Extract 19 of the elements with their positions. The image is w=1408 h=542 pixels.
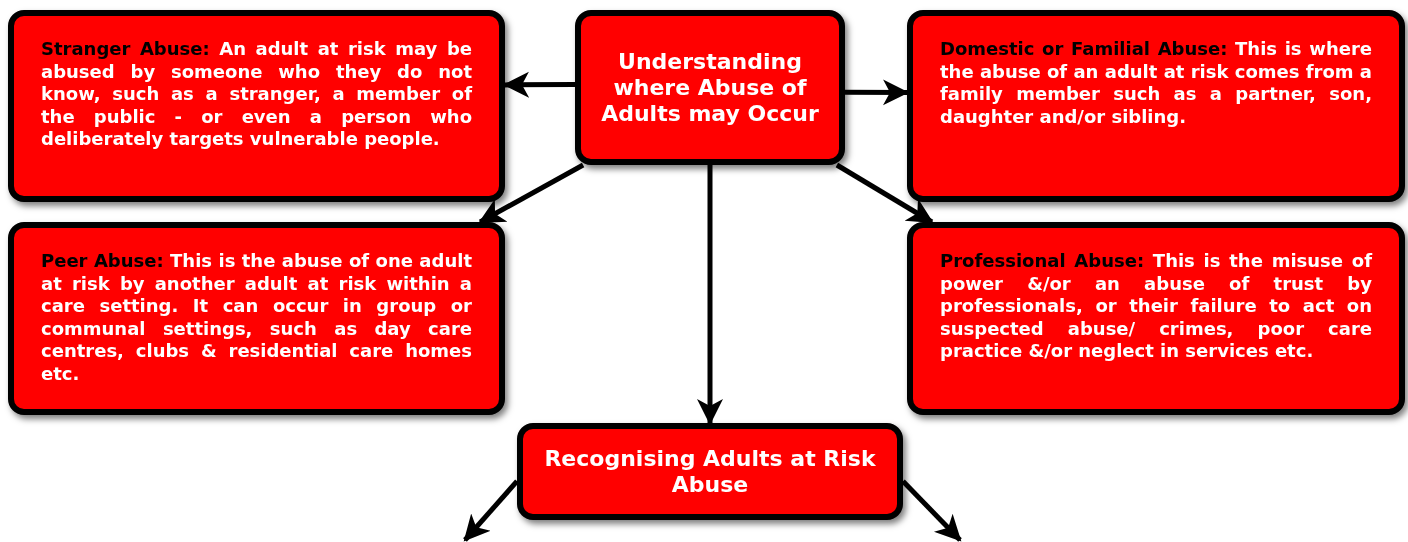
heading-box — [575, 10, 845, 165]
info-box — [8, 10, 505, 202]
info-box — [907, 10, 1405, 202]
arrow — [845, 79, 909, 106]
arrow — [463, 479, 519, 542]
heading-text: Recognising Adults at Risk Abuse — [543, 445, 877, 498]
heading-box — [517, 423, 903, 520]
arrow — [901, 479, 962, 542]
heading-text: Understanding where Abuse of Adults may Occur — [600, 48, 820, 127]
arrow — [478, 162, 585, 225]
info-box — [907, 222, 1405, 415]
arrow — [503, 71, 575, 98]
arrow — [697, 165, 723, 425]
arrow — [835, 162, 934, 225]
box-text: Stranger Abuse: An adult at risk may be abused by someone who they do not know, such as a stranger, a member of the public - or even a person who deliberately targets vulnerable people. — [41, 38, 472, 151]
box-text: Professional Abuse: This is the misuse of power &/or an abuse of trust by professionals, or their failure to act on suspected abuse/ crimes, poor care practice &/or neglect in services etc. — [940, 250, 1372, 363]
info-box — [8, 222, 505, 415]
box-text: Peer Abuse: This is the abuse of one adult at risk by another adult at risk within a care setting. It can occur in group or communal settings, such as day care centres, clubs & residential care homes etc. — [41, 250, 472, 385]
box-text: Domestic or Familial Abuse: This is where the abuse of an adult at risk comes from a family member such as a partner, son, daughter and/or sibling. — [940, 38, 1372, 128]
